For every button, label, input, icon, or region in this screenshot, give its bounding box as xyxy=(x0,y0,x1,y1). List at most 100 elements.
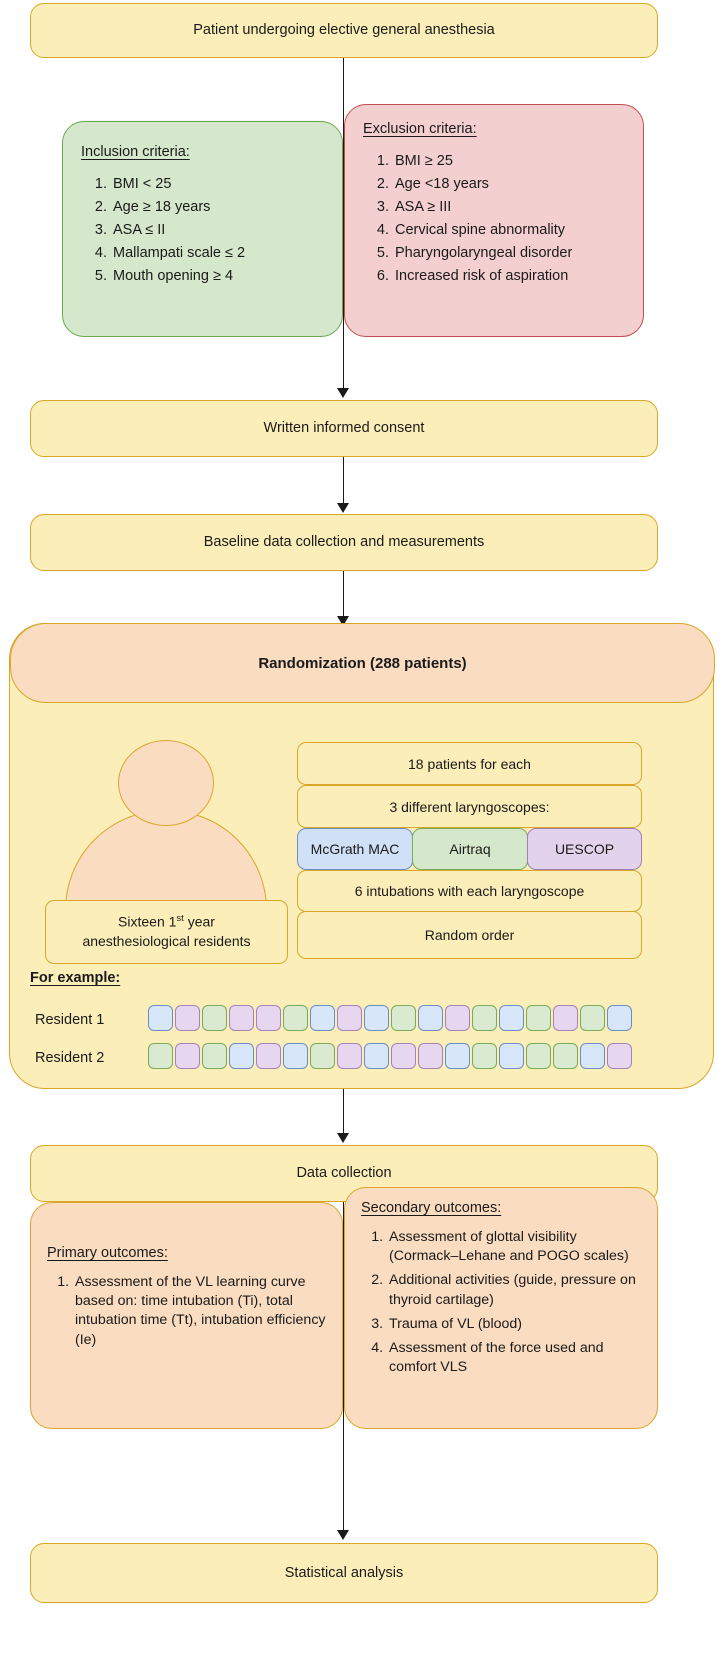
top-box-patient: Patient undergoing elective general anes… xyxy=(30,3,658,58)
person-head-icon xyxy=(118,740,214,826)
connector-baseline-to-random xyxy=(343,571,344,621)
list-item: Assessment of the VL learning curve base… xyxy=(73,1273,330,1350)
data-collection-label: Data collection xyxy=(296,1165,392,1182)
sequence-square xyxy=(391,1005,416,1031)
sequence-square xyxy=(175,1005,200,1031)
statistical-analysis-box: Statistical analysis xyxy=(30,1543,658,1603)
residents-line-2: anesthesiological residents xyxy=(82,933,251,950)
secondary-outcomes-title: Secondary outcomes: xyxy=(361,1200,502,1216)
baseline-label: Baseline data collection and measurement… xyxy=(203,534,485,551)
residents-box: Sixteen 1st year anesthesiological resid… xyxy=(45,900,288,964)
laryngoscope-chip-mcgrath[interactable]: McGrath MAC xyxy=(297,828,413,870)
laryngoscope-name: Airtraq xyxy=(449,841,491,857)
laryngoscope-chip-uescop[interactable]: UESCOP xyxy=(527,828,642,870)
arrowhead-to-random xyxy=(337,616,349,626)
residents-line-1: Sixteen 1st year xyxy=(118,913,215,930)
sequence-square xyxy=(229,1005,254,1031)
resident-1-label: Resident 1 xyxy=(35,1012,105,1028)
sequence-square xyxy=(580,1005,605,1031)
list-item: Increased risk of aspiration xyxy=(393,265,627,288)
list-item: BMI ≥ 25 xyxy=(393,150,627,173)
sequence-square xyxy=(256,1005,281,1031)
sequence-square xyxy=(310,1043,335,1069)
arrowhead-to-stats xyxy=(337,1530,349,1540)
sequence-square xyxy=(283,1005,308,1031)
sequence-square xyxy=(445,1005,470,1031)
random-order-box: Random order xyxy=(297,911,642,959)
sequence-square xyxy=(418,1043,443,1069)
arrowhead-to-consent xyxy=(337,388,349,398)
arrowhead-to-baseline xyxy=(337,503,349,513)
resident-1-sequence xyxy=(148,1005,632,1031)
sequence-square xyxy=(391,1043,416,1069)
list-item: ASA ≥ III xyxy=(393,196,627,219)
sequence-square xyxy=(553,1043,578,1069)
list-item: Assessment of the force used and comfort… xyxy=(387,1339,645,1377)
secondary-outcomes-box: Secondary outcomes: Assessment of glotta… xyxy=(344,1187,658,1429)
arrowhead-to-data-collection xyxy=(337,1133,349,1143)
sequence-square xyxy=(337,1043,362,1069)
primary-outcomes-box: Primary outcomes: Assessment of the VL l… xyxy=(30,1202,343,1429)
sequence-square xyxy=(364,1043,389,1069)
sequence-square xyxy=(526,1043,551,1069)
sequence-square xyxy=(364,1005,389,1031)
statistical-analysis-label: Statistical analysis xyxy=(284,1564,404,1581)
sequence-square xyxy=(445,1043,470,1069)
secondary-outcomes-list: Assessment of glottal visibility (Cormac… xyxy=(361,1228,645,1377)
inclusion-criteria-box: Inclusion criteria: BMI < 25 Age ≥ 18 ye… xyxy=(62,121,343,337)
sequence-square xyxy=(499,1005,524,1031)
sequence-square xyxy=(283,1043,308,1069)
sequence-square xyxy=(526,1005,551,1031)
sequence-square xyxy=(607,1005,632,1031)
connector-random-to-data xyxy=(343,1089,344,1137)
exclusion-criteria-box: Exclusion criteria: BMI ≥ 25 Age <18 yea… xyxy=(344,104,644,337)
exclusion-list: BMI ≥ 25 Age <18 years ASA ≥ III Cervica… xyxy=(363,150,627,287)
list-item: Age ≥ 18 years xyxy=(111,196,326,219)
random-order-label: Random order xyxy=(424,927,515,943)
resident-2-sequence xyxy=(148,1043,632,1069)
sequence-square xyxy=(175,1043,200,1069)
patients-each-box: 18 patients for each xyxy=(297,742,642,785)
exclusion-title: Exclusion criteria: xyxy=(363,121,477,137)
consent-box: Written informed consent xyxy=(30,400,658,457)
sequence-square xyxy=(607,1043,632,1069)
list-item: Additional activities (guide, pressure o… xyxy=(387,1271,645,1309)
list-item: Pharyngolaryngeal disorder xyxy=(393,242,627,265)
sequence-square xyxy=(337,1005,362,1031)
for-example-label: For example: xyxy=(30,970,121,986)
list-item: Assessment of glottal visibility (Cormac… xyxy=(387,1228,645,1266)
inclusion-title: Inclusion criteria: xyxy=(81,144,190,160)
list-item: ASA ≤ II xyxy=(111,219,326,242)
list-item: BMI < 25 xyxy=(111,173,326,196)
laryngoscopes-label-box: 3 different laryngoscopes: xyxy=(297,785,642,828)
laryngoscope-name: UESCOP xyxy=(554,841,615,857)
list-item: Trauma of VL (blood) xyxy=(387,1315,645,1334)
list-item: Mouth opening ≥ 4 xyxy=(111,265,326,288)
sequence-square xyxy=(202,1043,227,1069)
sequence-square xyxy=(553,1005,578,1031)
connector-data-to-stats xyxy=(343,1202,344,1534)
sequence-square xyxy=(580,1043,605,1069)
primary-outcomes-title: Primary outcomes: xyxy=(47,1245,168,1261)
sequence-square xyxy=(499,1043,524,1069)
intubations-label: 6 intubations with each laryngoscope xyxy=(354,883,585,899)
sequence-square xyxy=(256,1043,281,1069)
sequence-square xyxy=(418,1005,443,1031)
primary-outcomes-list: Assessment of the VL learning curve base… xyxy=(47,1273,330,1350)
consent-label: Written informed consent xyxy=(263,420,425,437)
inclusion-list: BMI < 25 Age ≥ 18 years ASA ≤ II Mallamp… xyxy=(81,173,326,288)
laryngoscopes-label: 3 different laryngoscopes: xyxy=(389,798,550,815)
sequence-square xyxy=(472,1005,497,1031)
patients-each-label: 18 patients for each xyxy=(408,755,531,772)
laryngoscope-name: McGrath MAC xyxy=(310,841,400,857)
sequence-square xyxy=(310,1005,335,1031)
sequence-square xyxy=(229,1043,254,1069)
laryngoscope-chip-airtraq[interactable]: Airtraq xyxy=(412,828,528,870)
baseline-box: Baseline data collection and measurement… xyxy=(30,514,658,571)
sequence-square xyxy=(472,1043,497,1069)
sequence-square xyxy=(148,1005,173,1031)
randomization-header: Randomization (288 patients) xyxy=(10,623,715,703)
top-box-label: Patient undergoing elective general anes… xyxy=(193,22,495,39)
list-item: Age <18 years xyxy=(393,173,627,196)
list-item: Cervical spine abnormality xyxy=(393,219,627,242)
